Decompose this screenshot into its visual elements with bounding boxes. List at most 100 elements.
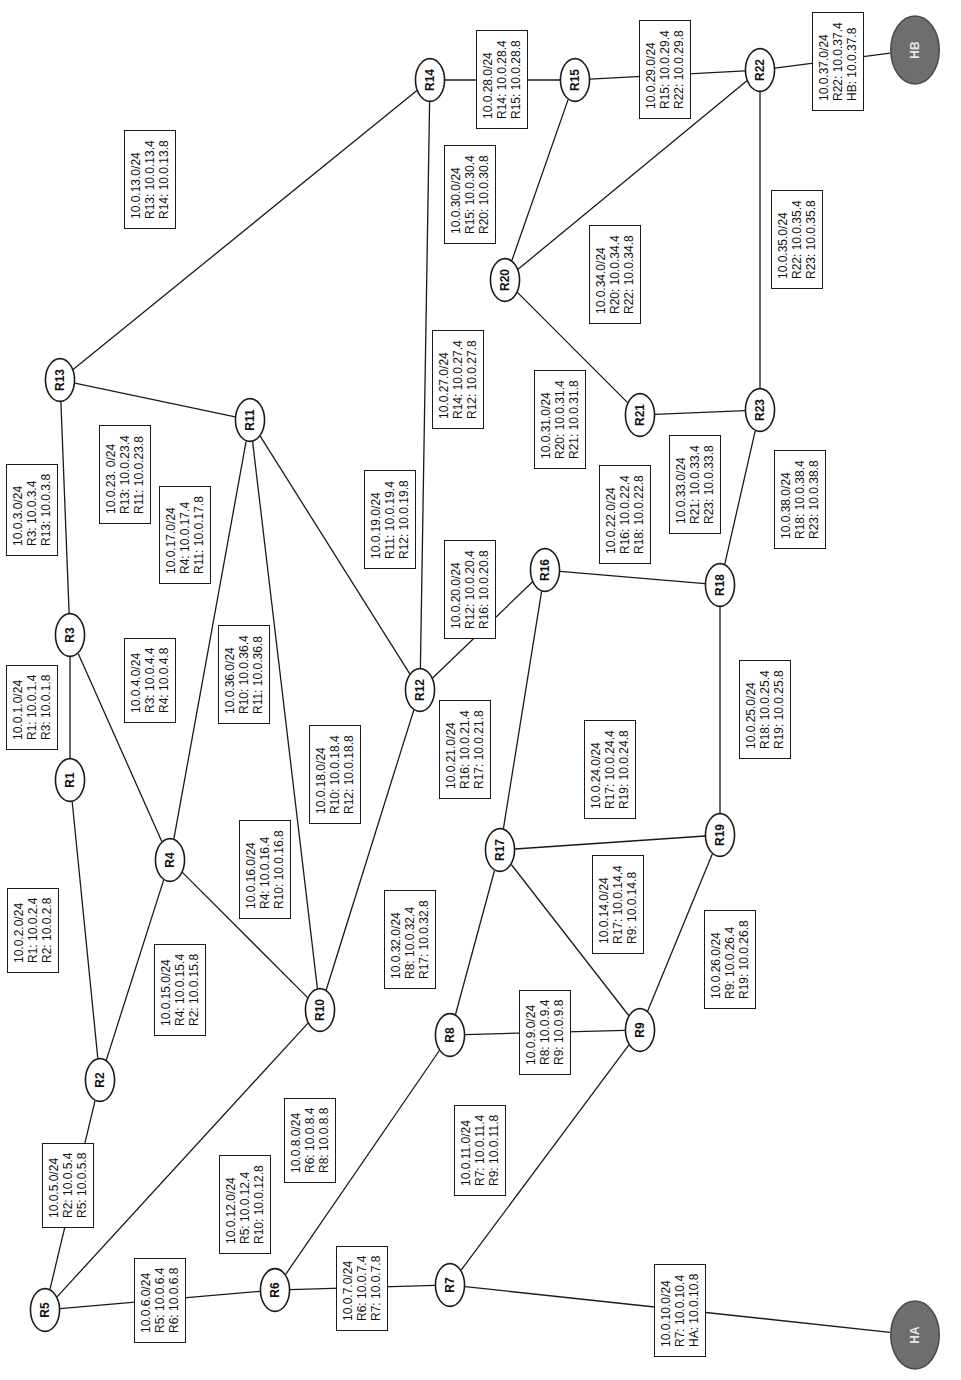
subnet-box: 10.0.22.0/24R16: 10.0.22.4R18: 10.0.22.8 — [599, 465, 651, 564]
interface-address: R16: 10.0.22.4 — [618, 475, 632, 554]
link-line — [461, 1045, 629, 1270]
interface-address: R13: 10.0.23.4 — [118, 435, 132, 514]
text-group: 10.0.36.0/24R10: 10.0.36.4R11: 10.0.36.8 — [223, 635, 265, 714]
text-group: 10.0.29.0/24R15: 10.0.29.4R22: 10.0.29.8 — [644, 30, 686, 109]
interface-address: R11: 10.0.23.8 — [132, 435, 146, 514]
interface-address: R3: 10.0.3.4 — [25, 474, 39, 546]
subnet-box: 10.0.17.0/24R4: 10.0.17.4R11: 10.0.17.8 — [159, 486, 211, 584]
text-group: 10.0.17.0/24R4: 10.0.17.4R11: 10.0.17.8 — [164, 496, 206, 574]
text-group: 10.0.10.0/24R7: 10.0.10.4HA: 10.0.10.8 — [659, 1274, 701, 1347]
router-label: R3 — [63, 627, 77, 642]
router-oval: R13 — [45, 358, 75, 402]
text-group: 10.0.21.0/24R16: 10.0.21.4R17: 10.0.21.8 — [444, 710, 486, 789]
subnet-box: 10.0.1.0/24R1: 10.0.1.4R3: 10.0.1.8 — [6, 665, 58, 750]
interface-address: R22: 10.0.37.4 — [831, 22, 845, 101]
subnet-box: 10.0.37.0/24R22: 10.0.37.4HB: 10.0.37.8 — [812, 12, 864, 111]
text-group: R14 — [423, 69, 437, 91]
subnet-address: 10.0.14.0/24 — [597, 865, 611, 944]
interface-address: R17: 10.0.24.4 — [603, 730, 617, 809]
interface-address: R1: 10.0.2.4 — [26, 898, 40, 963]
text-group: 10.0.14.0/24R17: 10.0.14.4R9: 10.0.14.8 — [597, 865, 639, 944]
text-group: 10.0.30.0/24R15: 10.0.30.4R20: 10.0.30.8 — [449, 155, 491, 234]
subnet-address: 10.0.31.0/24 — [539, 380, 553, 459]
router-oval: R14 — [415, 58, 445, 102]
interface-address: R8: 10.0.8.8 — [317, 1108, 331, 1173]
interface-address: R22: 10.0.29.8 — [672, 30, 686, 109]
subnet-box: 10.0.16.0/24R4: 10.0.16.4R10: 10.0.16.8 — [239, 820, 291, 919]
interface-address: R4: 10.0.4.8 — [157, 648, 171, 713]
interface-address: R23: 10.0.33.8 — [702, 445, 716, 524]
subnet-box: 10.0.33.0/24R21: 10.0.33.4R23: 10.0.33.8 — [669, 435, 721, 534]
interface-address: R4: 10.0.16.4 — [258, 830, 272, 909]
link-line — [69, 657, 70, 758]
subnet-address: 10.0.3.0/24 — [11, 474, 25, 546]
subnet-box: 10.0.24.0/24R17: 10.0.24.4R19: 10.0.24.8 — [584, 720, 636, 819]
router-oval: R10 — [305, 988, 335, 1032]
text-group: R1 — [63, 772, 77, 787]
router-oval: R1 — [55, 758, 85, 802]
interface-address: R15: 10.0.28.8 — [509, 40, 523, 119]
text-group: 10.0.20.0/24R12: 10.0.20.4R16: 10.0.20.8 — [449, 550, 491, 629]
subnet-box: 10.0.26.0/24R9: 10.0.26.4R19: 10.0.26.8 — [704, 910, 756, 1009]
subnet-address: 10.0.37.0/24 — [817, 22, 831, 101]
subnet-address: 10.0.36.0/24 — [223, 635, 237, 714]
interface-address: R22: 10.0.34.8 — [622, 235, 636, 314]
router-oval: R19 — [705, 813, 735, 857]
text-group: 10.0.7.0/24R6: 10.0.7.4R7: 10.0.7.8 — [341, 1256, 383, 1321]
text-group: 10.0.27.0/24R14: 10.0.27.4R12: 10.0.27.8 — [437, 340, 479, 419]
subnet-box: 10.0.12.0/24R5: 10.0.12.4R10: 10.0.12.8 — [219, 1155, 271, 1254]
subnet-box: 10.0.11.0/24R7: 10.0.11.4R9: 10.0.11.8 — [454, 1105, 506, 1196]
interface-address: R19: 10.0.25.8 — [772, 670, 786, 749]
router-oval: R18 — [705, 563, 735, 607]
interface-address: R10: 10.0.12.8 — [252, 1165, 266, 1244]
router-label: R5 — [38, 1302, 52, 1317]
router-label: R2 — [93, 1072, 107, 1087]
text-group: R23 — [753, 399, 767, 421]
subnet-address: 10.0.38.0/24 — [779, 460, 793, 539]
link-line — [719, 607, 720, 813]
router-oval: R5 — [30, 1288, 60, 1332]
subnet-address: 10.0.15.0/24 — [159, 954, 173, 1026]
router-label: R19 — [713, 824, 727, 846]
text-group: 10.0.35.0/24R22: 10.0.35.4R23: 10.0.35.8 — [776, 200, 818, 279]
link-line — [725, 431, 755, 564]
subnet-box: 10.0.31.0/24R20: 10.0.31.4R21: 10.0.31.8 — [534, 370, 586, 469]
router-label: R14 — [423, 69, 437, 91]
text-group: 10.0.22.0/24R16: 10.0.22.4R18: 10.0.22.8 — [604, 475, 646, 554]
router-label: R11 — [243, 409, 257, 430]
interface-address: R12: 10.0.18.8 — [342, 735, 356, 814]
subnet-address: 10.0.21.0/24 — [444, 710, 458, 789]
text-group: R12 — [413, 679, 427, 701]
interface-address: R2: 10.0.2.8 — [40, 898, 54, 963]
subnet-box: 10.0.5.0/24R2: 10.0.5.4R5: 10.0.5.8 — [42, 1143, 94, 1228]
interface-address: R11: 10.0.17.8 — [192, 496, 206, 574]
subnet-box: 10.0.30.0/24R15: 10.0.30.4R20: 10.0.30.8 — [444, 145, 496, 244]
text-group: R4 — [163, 852, 177, 867]
router-oval: R20 — [490, 258, 520, 302]
text-group: 10.0.5.0/24R2: 10.0.5.4R5: 10.0.5.8 — [47, 1153, 89, 1218]
router-label: R7 — [443, 1277, 457, 1292]
text-group: 10.0.28.0/24R14: 10.0.28.4R15: 10.0.28.8 — [481, 40, 523, 119]
link-line — [326, 710, 414, 990]
router-label: R22 — [753, 59, 767, 81]
interface-address: R21: 10.0.33.4 — [688, 445, 702, 524]
text-group: 10.0.13.0/24R13: 10.0.13.4R14: 10.0.13.8 — [129, 140, 171, 219]
router-oval: R15 — [560, 58, 590, 102]
host-oval: HB — [890, 15, 940, 85]
text-group: 10.0.23. 0/24R13: 10.0.23.4R11: 10.0.23.… — [104, 435, 146, 514]
interface-address: R5: 10.0.5.8 — [75, 1153, 89, 1218]
interface-address: R14: 10.0.28.4 — [495, 40, 509, 119]
subnet-box: 10.0.2.0/24R1: 10.0.2.4R2: 10.0.2.8 — [7, 888, 59, 973]
subnet-box: 10.0.19.0/24R11: 10.0.19.4R12: 10.0.19.8 — [364, 470, 416, 569]
subnet-address: 10.0.17.0/24 — [164, 496, 178, 574]
router-oval: R11 — [235, 398, 265, 442]
subnet-box: 10.0.36.0/24R10: 10.0.36.4R11: 10.0.36.8 — [218, 625, 270, 724]
router-label: R4 — [163, 852, 177, 867]
text-group: R18 — [713, 574, 727, 596]
subnet-box: 10.0.38.0/24R18: 10.0.38.4R23: 10.0.38.8 — [774, 450, 826, 549]
text-group: R11 — [243, 409, 257, 430]
subnet-address: 10.0.26.0/24 — [709, 920, 723, 999]
subnet-box: 10.0.28.0/24R14: 10.0.28.4R15: 10.0.28.8 — [476, 30, 528, 129]
router-label: R6 — [268, 1282, 282, 1297]
interface-address: R14: 10.0.27.4 — [451, 340, 465, 419]
